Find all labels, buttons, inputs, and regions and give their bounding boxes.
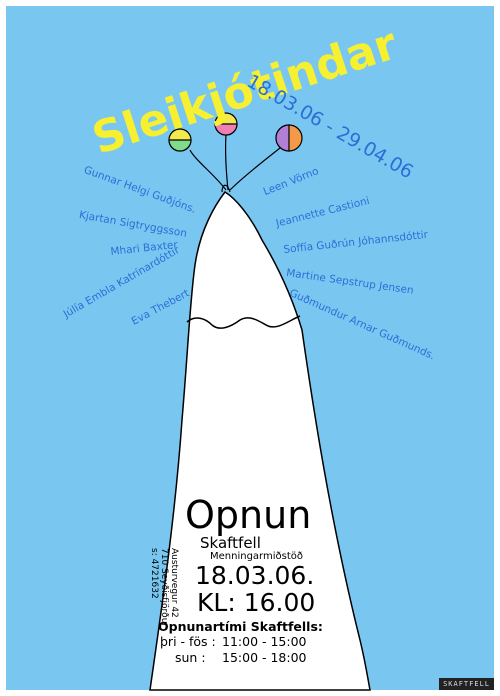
stem-right — [229, 147, 281, 191]
address-line-2: 710 Seyðisfjörður — [159, 548, 169, 628]
flower-right-icon — [275, 124, 303, 152]
mountain-shape — [149, 191, 371, 691]
hours-days-1: þri - fös : — [160, 634, 216, 649]
flower-left-icon — [168, 128, 192, 152]
stem-tip — [221, 184, 231, 193]
opening-date: 18.03.06. — [195, 561, 315, 590]
snowline — [186, 315, 301, 329]
hours-time-2: 15:00 - 18:00 — [222, 650, 307, 665]
hours-days-2: sun : — [175, 650, 206, 665]
opening-time: KL: 16.00 — [197, 588, 316, 617]
hours-time-1: 11:00 - 15:00 — [222, 634, 307, 649]
address-line-3: s: 4721632 — [149, 548, 159, 599]
flower-middle-icon — [214, 112, 238, 136]
venue-subtitle: Menningarmiðstöð — [210, 551, 303, 562]
hours-title: Opnunartími Skaftfells: — [158, 619, 323, 634]
venue-name: Skaftfell — [200, 534, 261, 552]
stem-middle — [225, 134, 229, 191]
opening-label: Opnun — [185, 493, 312, 537]
address-line-1: Austurvegur 42 — [169, 548, 179, 618]
watermark-logo: SKAFTFELL — [439, 678, 494, 690]
